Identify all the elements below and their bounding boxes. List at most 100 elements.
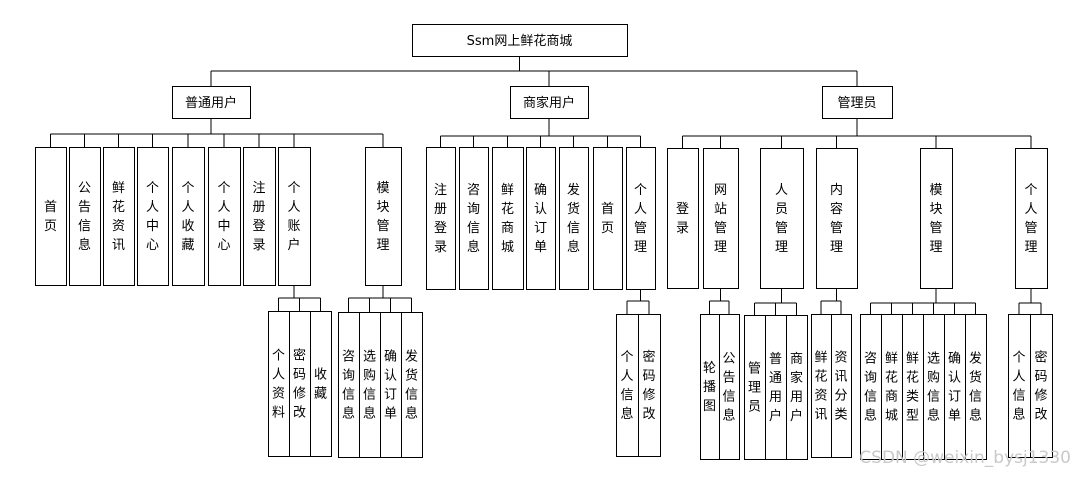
module-node-2-2-frame xyxy=(760,148,804,289)
submodule-node-0-8-0-frame xyxy=(338,312,360,458)
module-node-0-1: 公告信息 xyxy=(69,147,101,286)
module-node-2-3-label: 内容管理 xyxy=(830,182,843,255)
module-node-0-4: 个人收藏 xyxy=(172,147,205,286)
module-node-2-5-frame xyxy=(1015,148,1048,289)
module-node-2-2-label: 人员管理 xyxy=(775,183,788,255)
module-node-0-5: 个人中心 xyxy=(208,147,241,286)
module-node-1-6: 个人管理 xyxy=(626,147,656,290)
watermark-text: CSDN @weixin_bysj1330 xyxy=(859,448,1071,468)
module-node-2-4-frame xyxy=(920,148,953,289)
submodule-node-2-3-1: 资讯分类 xyxy=(831,314,852,458)
submodule-node-2-1-1-label: 公告信息 xyxy=(722,352,735,424)
submodule-node-2-4-4-frame xyxy=(944,314,966,460)
branch-node-1: 商家用户 xyxy=(510,86,589,119)
module-node-0-0-frame xyxy=(35,147,67,286)
module-node-1-6-frame xyxy=(626,147,656,290)
module-node-2-3: 内容管理 xyxy=(816,148,858,289)
module-node-2-0-label: 登录 xyxy=(676,202,689,236)
root-node-label: Ssm网上鲜花商城 xyxy=(467,33,573,49)
submodule-node-2-4-0-label: 咨询信息 xyxy=(864,352,877,424)
module-node-1-1-frame xyxy=(459,147,489,290)
module-node-0-4-frame xyxy=(172,147,205,286)
submodule-node-2-1-0-label: 轮播图 xyxy=(703,361,716,414)
branch-node-1-label: 商家用户 xyxy=(523,95,575,111)
branch-node-1-frame xyxy=(510,86,589,119)
module-node-0-8-frame xyxy=(365,147,402,286)
module-node-0-7: 个人账户 xyxy=(278,147,311,286)
submodule-node-2-5-1: 密码修改 xyxy=(1030,314,1053,458)
module-node-1-5-frame xyxy=(593,147,623,290)
module-node-2-4: 模块管理 xyxy=(920,148,953,289)
submodule-node-2-4-2: 鲜花类型 xyxy=(902,314,924,460)
module-node-1-2-frame xyxy=(492,147,524,290)
submodule-node-2-2-1: 普通用户 xyxy=(765,315,787,460)
module-node-1-3-label: 确认订单 xyxy=(534,183,547,255)
submodule-node-2-5-1-label: 密码修改 xyxy=(1034,350,1047,423)
module-node-0-7-label: 个人账户 xyxy=(287,181,300,253)
submodule-node-1-6-1-frame xyxy=(638,314,661,457)
submodule-node-0-8-2-label: 确认订单 xyxy=(384,350,397,422)
submodule-node-0-7-0: 个人资料 xyxy=(268,311,290,457)
module-node-1-1-label: 咨询信息 xyxy=(467,183,480,255)
branch-node-2-frame xyxy=(822,86,893,119)
submodule-node-0-8-0-label: 咨询信息 xyxy=(342,350,355,422)
submodule-node-2-3-1-label: 资讯分类 xyxy=(834,351,847,423)
submodule-node-1-6-0-label: 个人信息 xyxy=(620,350,633,422)
submodule-node-2-4-2-frame xyxy=(902,314,924,460)
module-node-1-0: 注册登录 xyxy=(426,147,456,290)
module-node-1-4: 发货信息 xyxy=(559,147,589,290)
submodule-node-1-6-0-frame xyxy=(616,314,639,457)
submodule-node-0-8-1-frame xyxy=(359,312,381,458)
module-node-2-1-frame xyxy=(703,148,739,289)
module-node-1-2: 鲜花商城 xyxy=(492,147,524,290)
module-node-1-3: 确认订单 xyxy=(526,147,556,290)
module-node-1-5: 首页 xyxy=(593,147,623,290)
module-node-0-5-frame xyxy=(208,147,241,286)
module-node-1-2-label: 鲜花商城 xyxy=(501,183,514,255)
module-node-0-6: 注册登录 xyxy=(243,147,276,286)
module-node-0-2-frame xyxy=(103,147,135,286)
branch-node-2: 管理员 xyxy=(822,86,893,119)
module-node-0-3-frame xyxy=(137,147,169,286)
submodule-node-0-7-1: 密码修改 xyxy=(289,311,311,457)
submodule-node-2-2-0-label: 管理员 xyxy=(748,362,761,415)
module-node-0-0: 首页 xyxy=(35,147,67,286)
module-node-2-4-label: 模块管理 xyxy=(929,183,942,255)
module-node-0-1-frame xyxy=(69,147,101,286)
submodule-node-0-8-1: 选购信息 xyxy=(359,312,381,458)
module-node-0-4-label: 个人收藏 xyxy=(181,181,194,253)
module-node-0-2-label: 鲜花资讯 xyxy=(112,181,125,253)
module-node-0-8-label: 模块管理 xyxy=(376,181,389,253)
submodule-node-2-5-0-frame xyxy=(1008,314,1031,458)
submodule-node-2-1-1-frame xyxy=(719,314,740,460)
root-node: Ssm网上鲜花商城 xyxy=(412,24,628,57)
module-node-2-3-frame xyxy=(816,148,858,289)
module-node-0-3-label: 个人中心 xyxy=(146,181,159,253)
submodule-node-2-2-0: 管理员 xyxy=(744,315,766,460)
submodule-node-0-7-2-frame xyxy=(310,311,332,457)
submodule-node-1-6-1-label: 密码修改 xyxy=(642,349,655,422)
submodule-node-2-4-0-frame xyxy=(860,314,882,460)
module-node-1-6-label: 个人管理 xyxy=(634,183,647,255)
submodule-node-2-4-5-label: 发货信息 xyxy=(969,351,982,424)
submodule-node-2-5-0: 个人信息 xyxy=(1008,314,1031,458)
submodule-node-0-8-0: 咨询信息 xyxy=(338,312,360,458)
root-node-frame xyxy=(412,24,628,57)
submodule-node-2-4-1-label: 鲜花商城 xyxy=(885,352,898,424)
submodule-node-0-8-2: 确认订单 xyxy=(380,312,402,458)
module-node-0-6-label: 注册登录 xyxy=(252,181,265,253)
module-node-1-4-frame xyxy=(559,147,589,290)
submodule-node-2-2-1-frame xyxy=(765,315,787,460)
module-node-0-0-label: 首页 xyxy=(44,200,57,234)
submodule-node-2-3-0-label: 鲜花资讯 xyxy=(814,351,827,423)
branch-node-2-label: 管理员 xyxy=(837,96,876,111)
module-node-1-5-label: 首页 xyxy=(601,202,614,236)
submodule-node-2-4-4-label: 确认订单 xyxy=(948,352,961,424)
module-node-0-3: 个人中心 xyxy=(137,147,169,286)
submodule-node-2-5-1-frame xyxy=(1030,314,1053,458)
submodule-node-2-4-2-label: 鲜花类型 xyxy=(906,352,919,424)
module-node-0-7-frame xyxy=(278,147,311,286)
submodule-node-0-7-0-frame xyxy=(268,311,290,457)
